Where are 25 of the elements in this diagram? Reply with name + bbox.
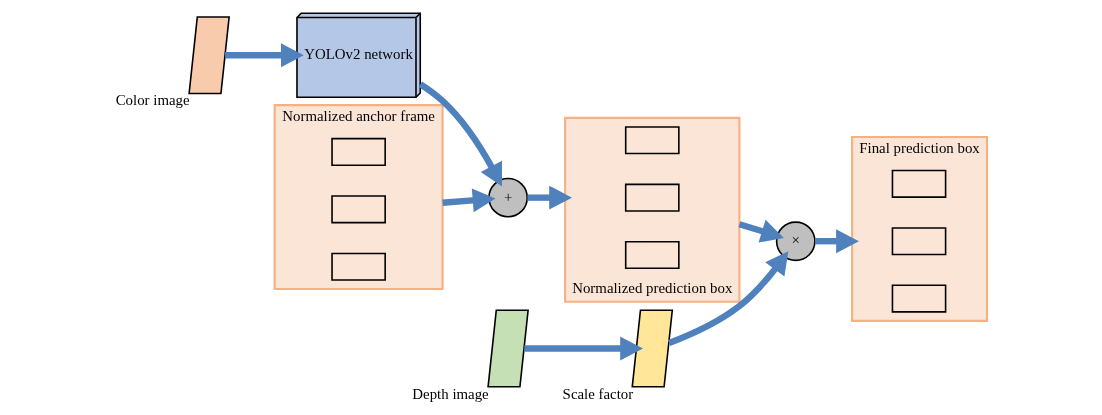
node-box [624,183,680,212]
node-circle: + [487,177,528,218]
cluster: Normalized anchor frame [273,103,444,290]
node-label: Depth image [411,385,489,402]
arrow [523,336,643,360]
arrow [738,219,784,243]
node-box [330,137,386,166]
cluster: Normalized prediction box [563,116,740,303]
node-box [891,284,946,313]
node-label: Color image [115,91,190,108]
node-box [891,226,946,255]
arrow [418,81,502,186]
arrow [667,250,788,346]
node-box [330,194,386,223]
node-box [330,252,386,281]
arrow [814,228,859,253]
node-box [891,169,946,198]
node-box [624,125,680,154]
node-circle: × [775,220,816,261]
arrow [224,42,304,67]
node-label: Scale factor [562,385,633,402]
arrow [526,185,572,210]
arrow [441,187,495,212]
node-box [624,240,680,269]
cluster: Final prediction box [850,135,988,322]
